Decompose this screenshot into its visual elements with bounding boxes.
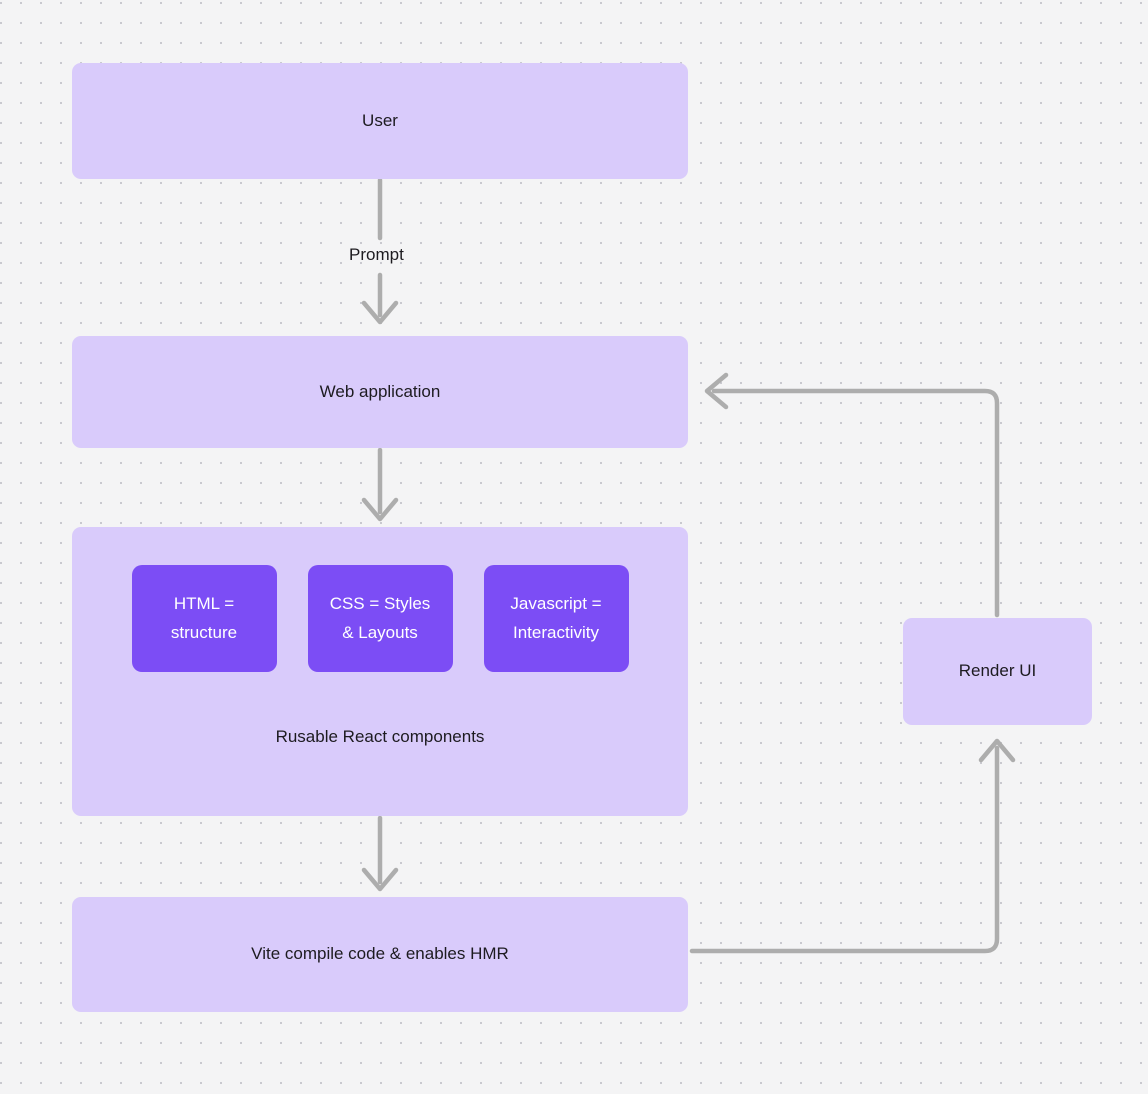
- node-web-application-label: Web application: [319, 381, 441, 401]
- component-box-html[interactable]: HTML = structure: [131, 565, 277, 672]
- node-render-ui-label: Render UI: [958, 661, 1037, 681]
- components-group-caption: Rusable React components: [275, 727, 485, 746]
- component-box-css-label: CSS = Styles & Layouts: [329, 593, 431, 642]
- edge-components-to-vite: [361, 815, 399, 892]
- node-vite-label: Vite compile code & enables HMR: [251, 944, 509, 964]
- edge-render-ui-to-webapp: [704, 372, 1000, 618]
- components-row: HTML = structure CSS = Styles & Layouts …: [72, 565, 688, 672]
- node-vite[interactable]: Vite compile code & enables HMR: [72, 897, 688, 1012]
- node-web-application[interactable]: Web application: [72, 336, 688, 448]
- node-user[interactable]: User: [72, 63, 688, 179]
- component-box-html-label: HTML = structure: [170, 593, 238, 642]
- component-box-css[interactable]: CSS = Styles & Layouts: [307, 565, 453, 672]
- component-box-javascript-label: Javascript = Interactivity: [510, 593, 602, 642]
- edge-webapp-to-components: [361, 447, 399, 522]
- edge-vite-to-render-ui: [689, 738, 1016, 954]
- node-components-group[interactable]: HTML = structure CSS = Styles & Layouts …: [72, 527, 688, 816]
- edge-label-prompt: Prompt: [349, 245, 404, 264]
- node-user-label: User: [362, 110, 398, 130]
- node-render-ui[interactable]: Render UI: [903, 618, 1092, 725]
- component-box-javascript[interactable]: Javascript = Interactivity: [483, 565, 629, 672]
